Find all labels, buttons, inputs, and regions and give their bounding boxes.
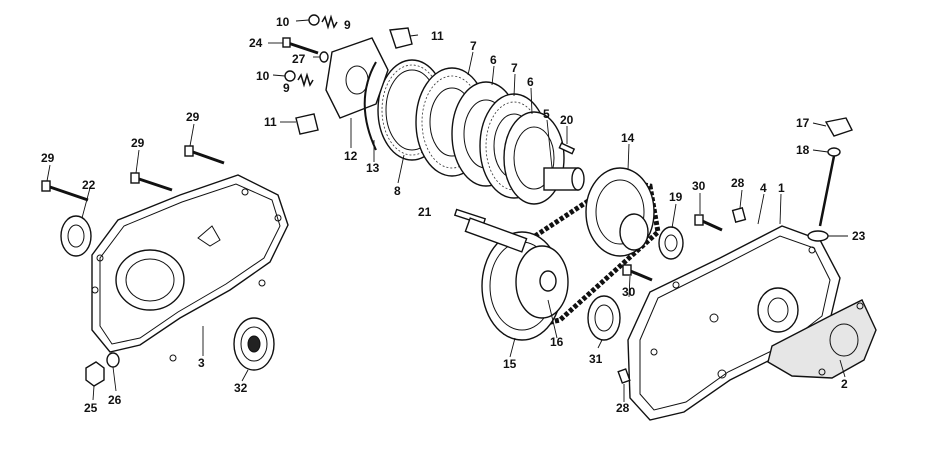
spring-9-mid — [297, 72, 314, 88]
drive-sprocket-14 — [585, 167, 655, 257]
weight-11-top — [389, 27, 413, 49]
callout-28: 28 — [731, 176, 745, 190]
oil-seal-19 — [658, 226, 684, 260]
callout-27: 27 — [292, 52, 306, 66]
callout-21: 21 — [418, 205, 432, 219]
callout-3: 3 — [198, 356, 205, 370]
callout-30: 30 — [692, 179, 706, 193]
washer-26 — [106, 352, 120, 368]
callout-12: 12 — [344, 149, 358, 163]
callout-29: 29 — [41, 151, 55, 165]
dowel-28-bottom — [617, 368, 631, 384]
bolt-29-left — [41, 180, 89, 202]
oil-seal-22 — [60, 215, 92, 257]
weight-11-left — [295, 113, 319, 135]
callout-31: 31 — [589, 352, 603, 366]
callout-29: 29 — [186, 110, 200, 124]
snap-ring-13 — [363, 61, 377, 151]
spring-9-top — [321, 14, 338, 30]
callout-13: 13 — [366, 161, 380, 175]
left-transmission-cover — [91, 174, 289, 362]
callout-17: 17 — [796, 116, 810, 130]
callout-11: 11 — [431, 29, 444, 43]
callout-1: 1 — [778, 181, 785, 195]
callout-18: 18 — [796, 143, 810, 157]
filler-cap-17 — [824, 117, 853, 137]
nut-10-top — [308, 14, 320, 26]
washer-27 — [319, 51, 329, 63]
callout-25: 25 — [84, 401, 98, 415]
callout-2: 2 — [841, 377, 848, 391]
callout-22: 22 — [82, 178, 96, 192]
callout-14: 14 — [621, 131, 635, 145]
dipstick-18 — [818, 147, 841, 227]
callout-10: 10 — [276, 15, 290, 29]
nut-10-mid — [284, 70, 296, 82]
callout-5: 5 — [543, 107, 550, 121]
dowel-28-top — [731, 207, 747, 223]
drain-bolt-25 — [85, 361, 105, 387]
callout-30: 30 — [622, 285, 636, 299]
callout-29: 29 — [131, 136, 145, 150]
callout-15: 15 — [503, 357, 517, 371]
callout-26: 26 — [108, 393, 122, 407]
callout-labels: 10 9 11 24 27 10 9 11 12 13 8 21 7 6 7 6… — [41, 15, 866, 415]
o-ring-23 — [807, 230, 829, 242]
callout-9: 9 — [283, 81, 290, 95]
callout-7: 7 — [470, 39, 477, 53]
driven-sprocket-15 — [464, 217, 569, 341]
callout-28: 28 — [616, 401, 630, 415]
bolt-29-top — [184, 145, 225, 165]
bearing-32 — [233, 317, 275, 371]
leader-lines — [46, 19, 848, 402]
callout-23: 23 — [852, 229, 866, 243]
bolt-29-mid — [130, 172, 173, 192]
gasket-2 — [767, 299, 877, 379]
callout-6: 6 — [490, 53, 497, 67]
callout-19: 19 — [669, 190, 683, 204]
callout-10: 10 — [256, 69, 270, 83]
callout-9: 9 — [344, 18, 351, 32]
bearing-31 — [587, 295, 621, 341]
bolt-30-mid — [622, 264, 653, 282]
transmission-case-1 — [627, 225, 841, 421]
callout-8: 8 — [394, 184, 401, 198]
callout-32: 32 — [234, 381, 248, 395]
callout-11: 11 — [264, 115, 277, 129]
callout-4: 4 — [760, 181, 767, 195]
bolt-30-top — [694, 214, 723, 232]
bolt-24 — [282, 37, 319, 55]
key-20 — [558, 142, 576, 155]
callout-20: 20 — [560, 113, 574, 127]
callout-7: 7 — [511, 61, 518, 75]
callout-6: 6 — [527, 75, 534, 89]
callout-16: 16 — [550, 335, 564, 349]
callout-24: 24 — [249, 36, 263, 50]
